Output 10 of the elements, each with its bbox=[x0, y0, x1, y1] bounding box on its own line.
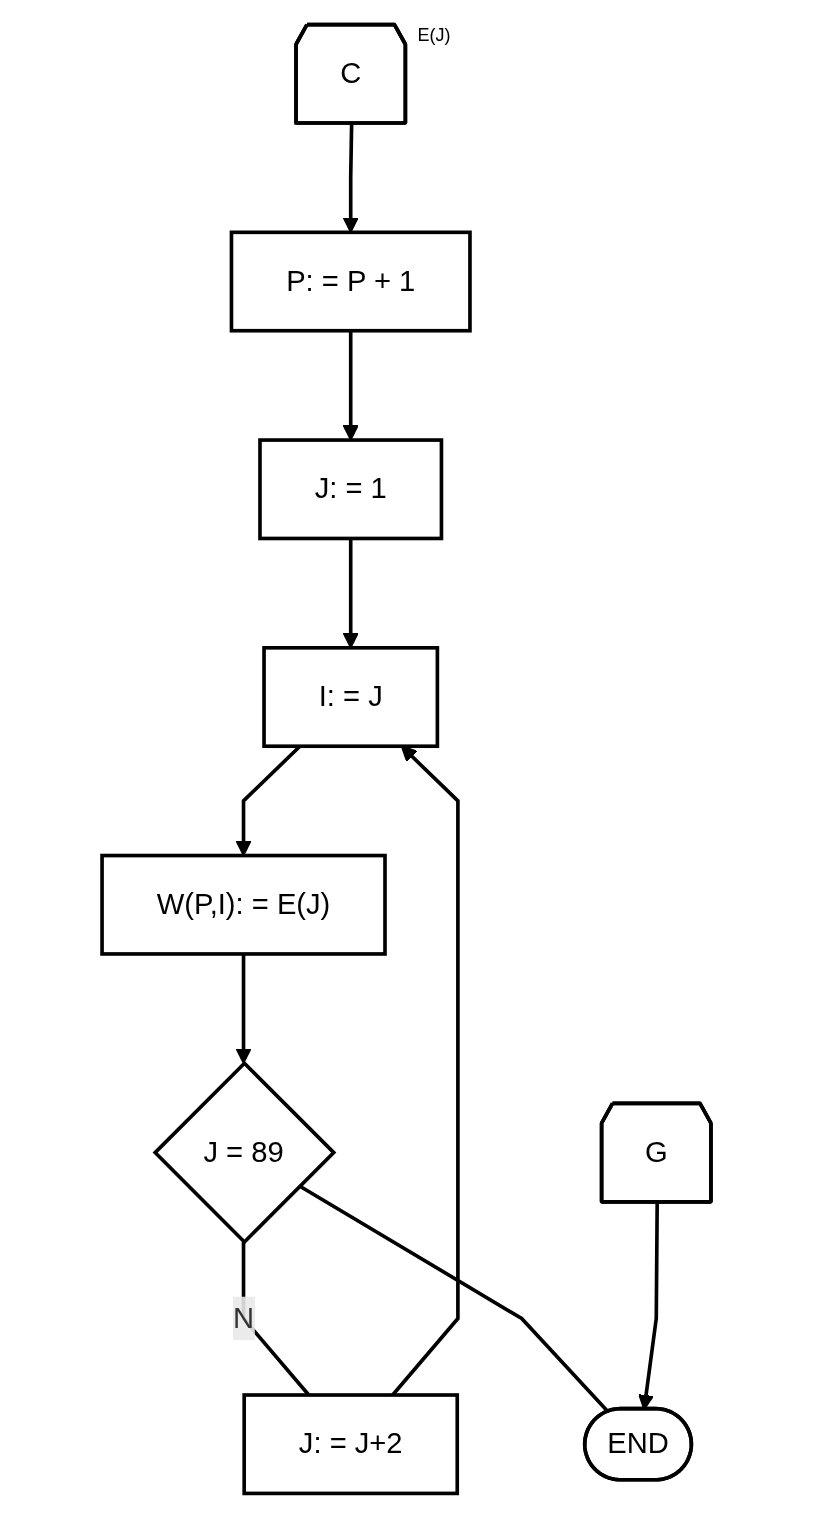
node-box: P: = P + 1 bbox=[229, 230, 472, 333]
node-box: W(P,I): = E(J) bbox=[100, 853, 387, 956]
edge-label: N bbox=[233, 1302, 255, 1334]
node-box: J: = J+2 bbox=[242, 1393, 460, 1496]
node-caption: E(J) bbox=[417, 24, 451, 46]
node-box: J: = 1 bbox=[258, 438, 444, 541]
node-box: I: = J bbox=[262, 646, 440, 749]
arrow bbox=[235, 953, 252, 1065]
arrow bbox=[342, 330, 359, 441]
node-diamond: J = 89 bbox=[152, 1060, 337, 1245]
